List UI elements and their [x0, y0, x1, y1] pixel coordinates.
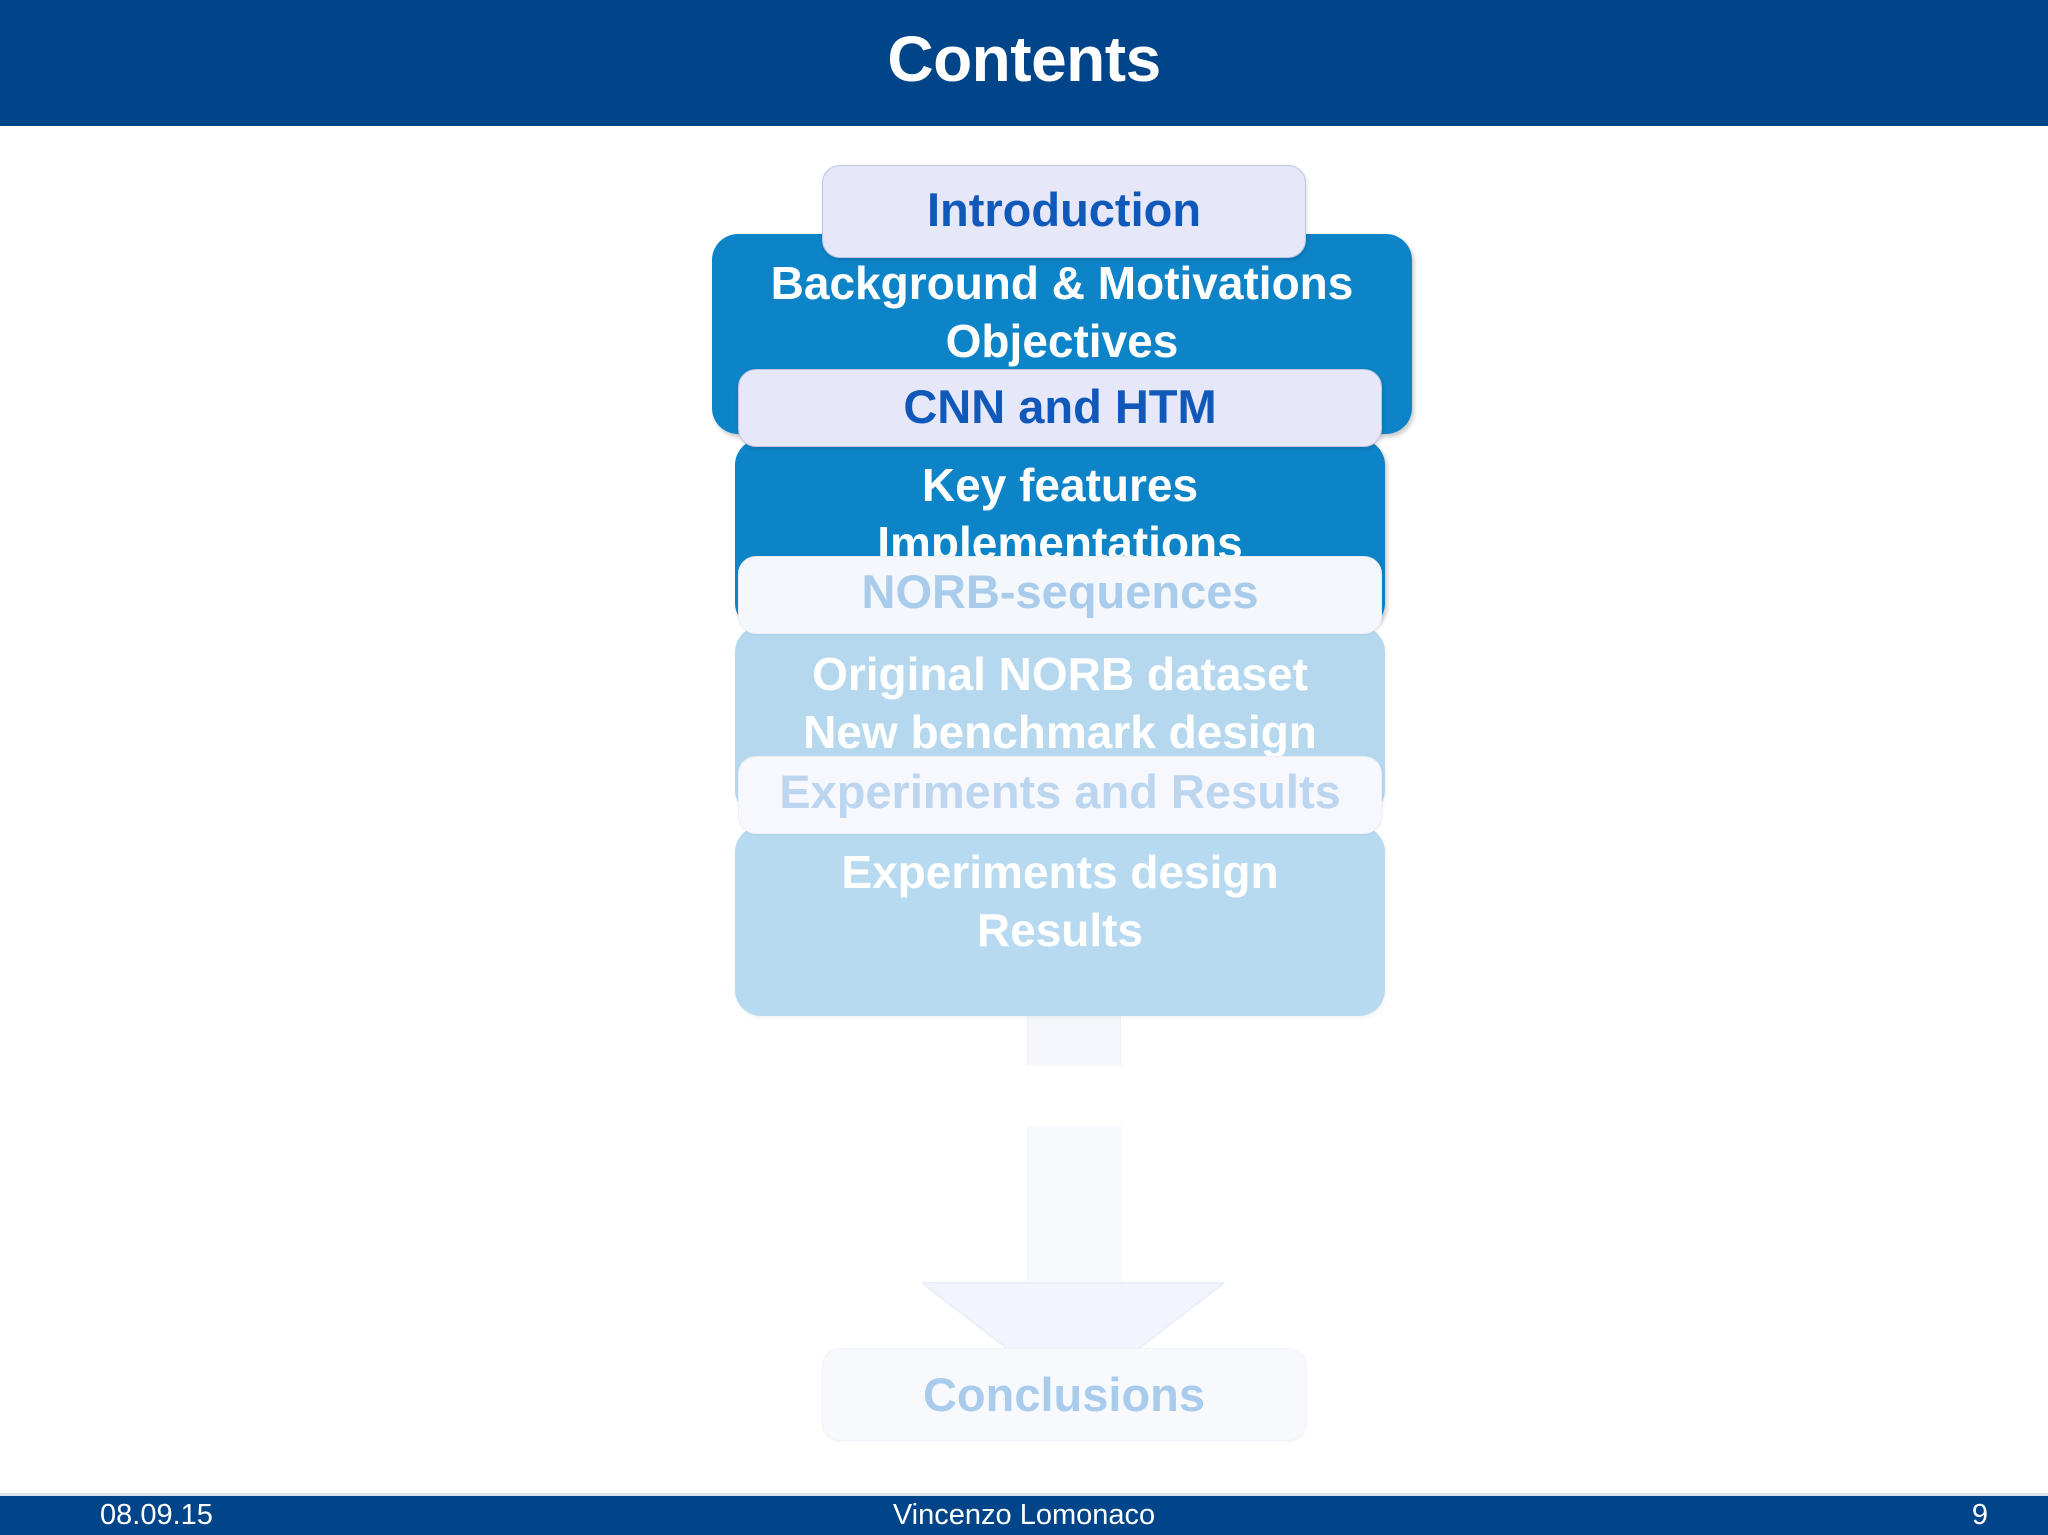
section-norb-sequences-label: NORB-sequences [861, 565, 1259, 618]
flow-arrow-down [922, 1281, 1224, 1401]
section-cnn-and-htm-label-box[interactable] [738, 369, 1382, 447]
section-conclusions-label-box[interactable] [822, 1348, 1306, 1441]
contents-flow-diagram: Background & Motivations Objectives Intr… [0, 126, 2048, 1496]
section-experiments-and-results-body-box [735, 826, 1385, 1016]
arrow-down-icon [922, 1282, 1224, 1401]
section-experiments-and-results-items: Experiments design Results [841, 846, 1279, 956]
section-introduction-label-box[interactable] [822, 165, 1306, 258]
slide-footer [0, 1496, 2048, 1535]
section-experiments-and-results-label-box[interactable] [738, 756, 1382, 834]
section-norb-sequences-label-box[interactable] [738, 556, 1382, 634]
slide-header: Contents [0, 0, 2048, 126]
header-divider [0, 126, 2048, 130]
section-conclusions-label: Conclusions [922, 1368, 1206, 1421]
section-cnn-and-htm-items: Key features Implementations [877, 459, 1243, 569]
section-introduction-label: Introduction [926, 183, 1202, 236]
footer-divider [0, 1493, 2048, 1496]
footer-page-number: 9 [1971, 1499, 1988, 1531]
section-experiments-and-results-label: Experiments and Results [779, 765, 1341, 818]
footer-author: Vincenzo Lomonaco [892, 1499, 1156, 1531]
connector-experiments-to-conclusions [1027, 1126, 1121, 1311]
section-introduction-items: Background & Motivations Objectives [770, 257, 1354, 367]
footer-date: 08.09.15 [100, 1499, 213, 1531]
page-title: Contents [887, 23, 1161, 95]
section-cnn-and-htm-label: CNN and HTM [903, 380, 1217, 433]
section-norb-sequences-items: Original NORB dataset New benchmark desi… [803, 648, 1317, 758]
